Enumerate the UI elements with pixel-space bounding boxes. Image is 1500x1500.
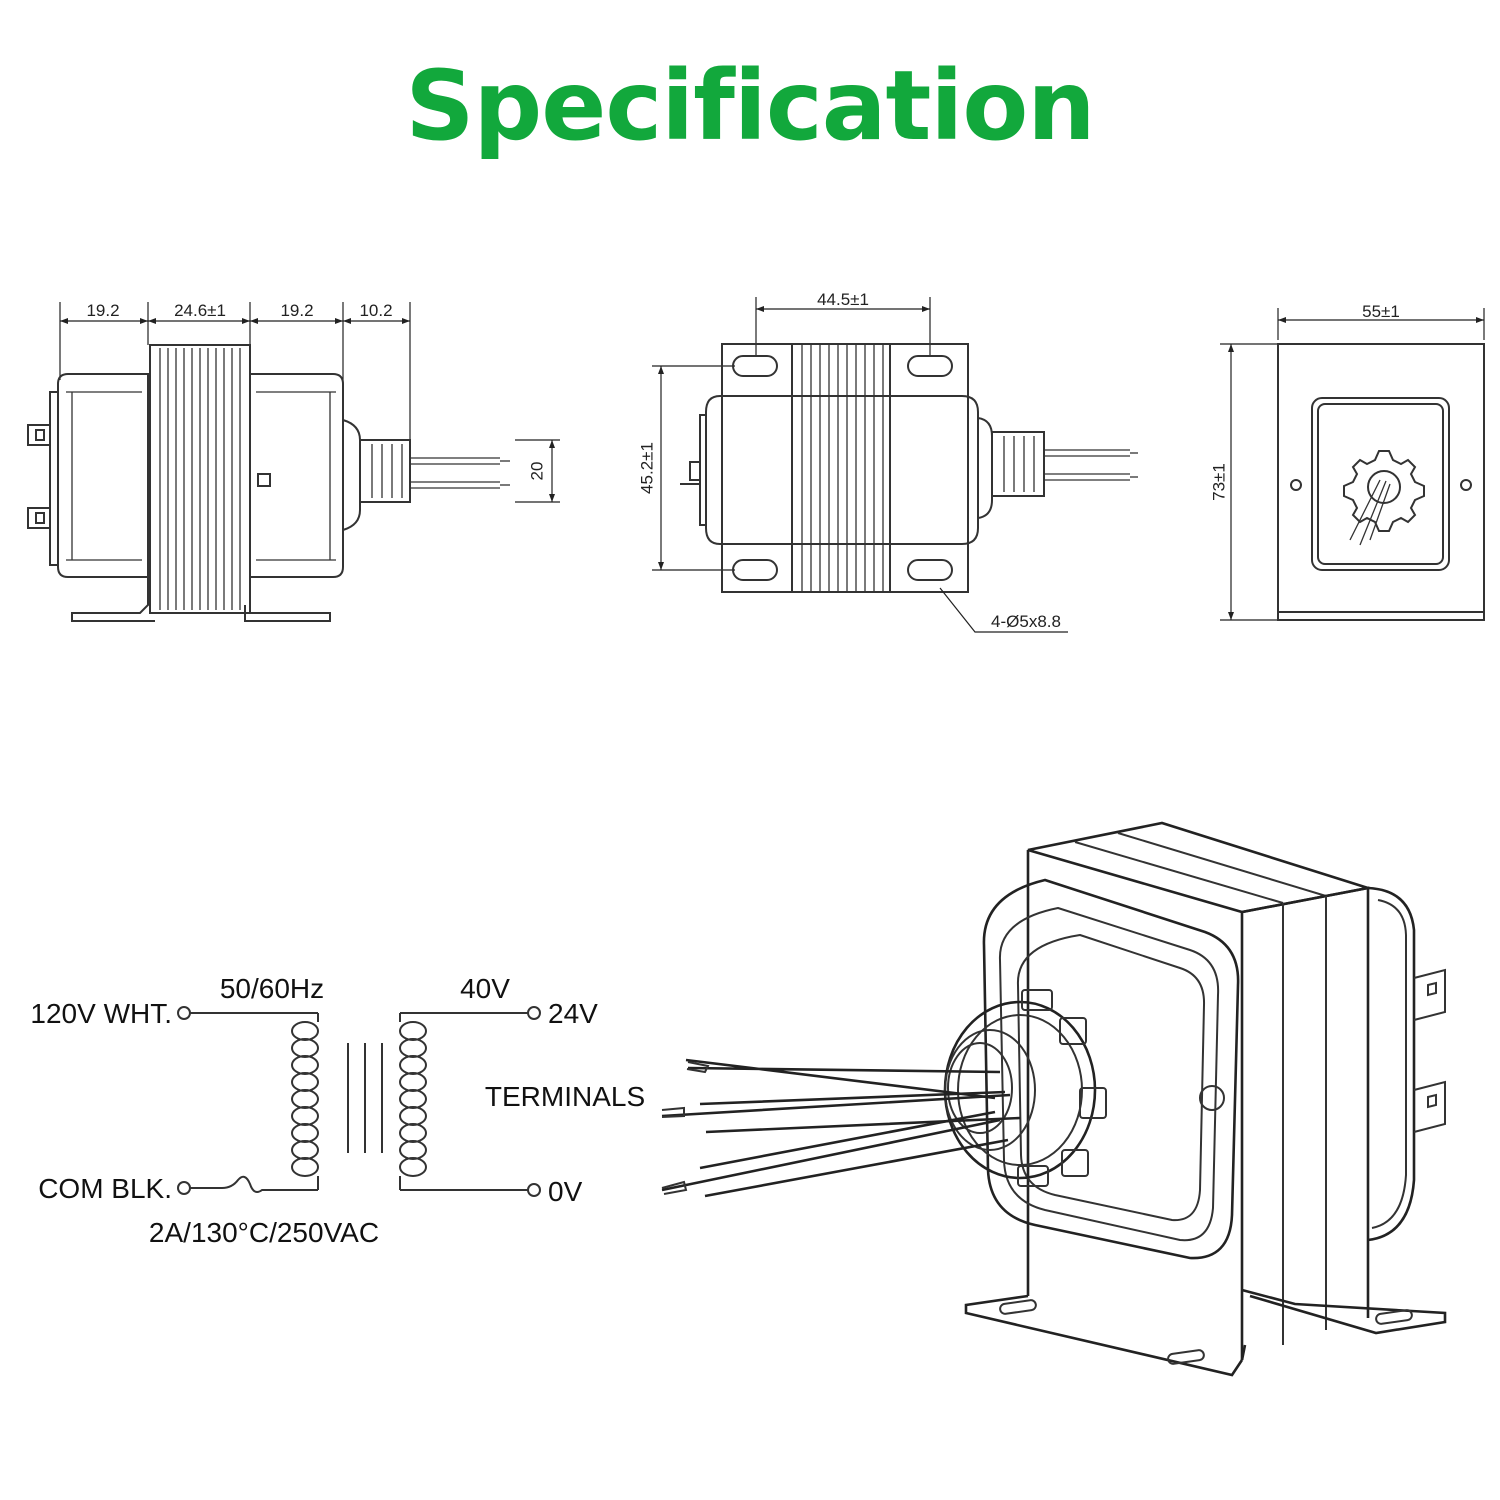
secondary-voltage-label: 40V xyxy=(460,973,510,1004)
front-dim-height-label: 45.2±1 xyxy=(637,442,656,494)
tap-low-label: 0V xyxy=(548,1176,583,1207)
primary-com-label: COM BLK. xyxy=(38,1173,172,1204)
front-view-drawing xyxy=(652,297,1138,633)
side-view-drawing xyxy=(27,302,560,622)
side-dim-4-label: 10.2 xyxy=(359,301,392,320)
side-dim-2-label: 24.6±1 xyxy=(174,301,226,320)
end-dim-height-label: 73±1 xyxy=(1209,463,1228,501)
side-dim-1-label: 19.2 xyxy=(86,301,119,320)
side-dim-3-label: 19.2 xyxy=(280,301,313,320)
fuse-rating-label: 2A/130°C/250VAC xyxy=(149,1217,379,1248)
tap-high-label: 24V xyxy=(548,998,598,1029)
side-dim-height-label: 20 xyxy=(527,462,546,481)
end-dim-width-label: 55±1 xyxy=(1362,302,1400,321)
end-view-drawing xyxy=(1220,308,1485,621)
primary-hot-label: 120V WHT. xyxy=(30,998,172,1029)
isometric-transformer-drawing xyxy=(661,821,1447,1377)
page-title: Specification xyxy=(405,50,1095,162)
hole-callout-label: 4-Ø5x8.8 xyxy=(991,612,1061,631)
frequency-label: 50/60Hz xyxy=(220,973,324,1004)
wiring-schematic xyxy=(177,1006,541,1197)
front-dim-width-label: 44.5±1 xyxy=(817,290,869,309)
terminals-label: TERMINALS xyxy=(485,1081,645,1112)
